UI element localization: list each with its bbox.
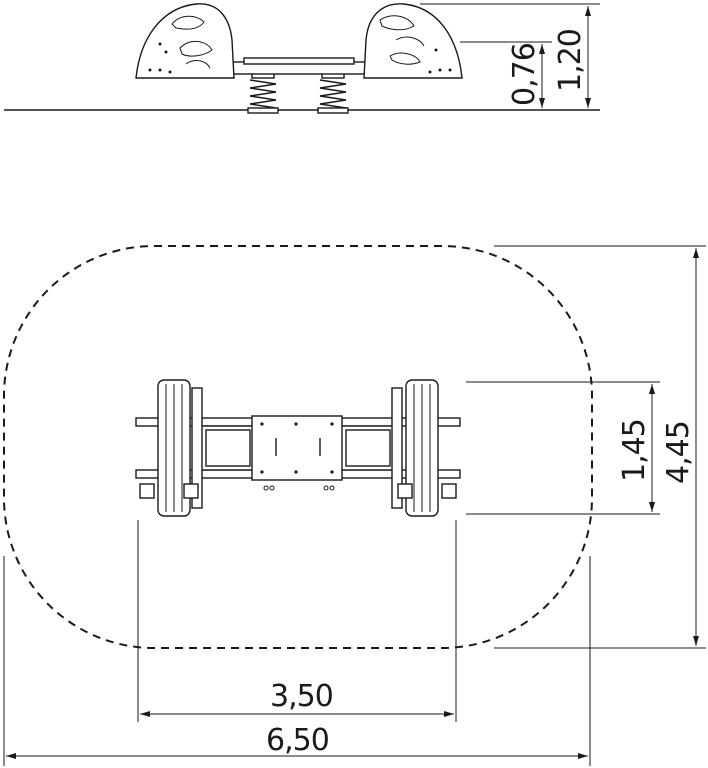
elevation-view: 0,76 1,20 [4,3,600,114]
seat-right-plan [391,379,457,517]
spring-left [247,69,279,114]
seat-right-panel [363,3,463,79]
plan-view: 1,45 4,45 3,50 6,50 [3,245,706,766]
dim-safety-depth: 4,45 [661,421,696,484]
center-plate [251,415,343,481]
dim-seat-height: 0,76 [507,43,542,106]
seat-left-plan [139,379,203,517]
dim-equipment-depth: 1,45 [617,419,652,482]
spring-right [317,69,349,114]
dim-total-height: 1,20 [553,29,588,92]
dim-safety-width: 6,50 [266,723,329,758]
seat-left-panel [135,3,235,79]
safety-zone-outline [3,245,593,649]
dim-equipment-width: 3,50 [270,679,333,714]
